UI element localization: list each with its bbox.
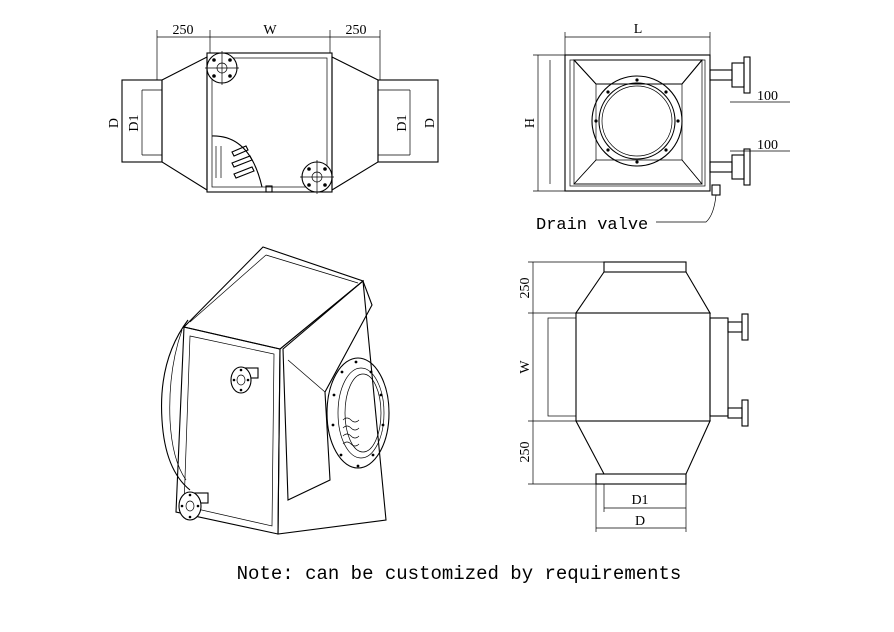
side-view: Drain valve L H 100 100 — [523, 22, 790, 235]
dim-length-l: L — [634, 22, 643, 37]
dim-pipe-offset-top: 100 — [757, 89, 778, 104]
dim-pipe-offset-bottom: 100 — [757, 138, 778, 153]
flange-icon — [300, 160, 334, 194]
fin-cutaway — [211, 135, 263, 188]
flange-icon — [205, 51, 239, 85]
dim-outlet-250: 250 — [346, 23, 367, 38]
flange-icon — [178, 491, 209, 521]
dim-plan-width-w: W — [518, 360, 533, 374]
front-view: 250 W 250 D D1 D1 D — [107, 23, 439, 194]
dim-height-h: H — [523, 118, 538, 128]
dim-width-w: W — [263, 23, 277, 38]
flange-icon — [230, 366, 259, 394]
dim-d-left: D — [107, 118, 122, 128]
dim-plan-d: D — [635, 514, 645, 529]
note-text: Note: can be customized by requirements — [237, 563, 682, 585]
dim-plan-d1: D1 — [631, 493, 648, 508]
dim-plan-inlet-250: 250 — [518, 278, 533, 299]
dim-plan-outlet-250: 250 — [518, 442, 533, 463]
dim-d-right: D — [423, 118, 438, 128]
plan-view: 250 W 250 D1 D — [518, 261, 749, 532]
dim-d1-left: D1 — [127, 114, 142, 131]
isometric-view — [161, 246, 390, 535]
dim-d1-right: D1 — [395, 114, 410, 131]
drain-valve-label: Drain valve — [536, 216, 648, 235]
dim-inlet-250: 250 — [173, 23, 194, 38]
